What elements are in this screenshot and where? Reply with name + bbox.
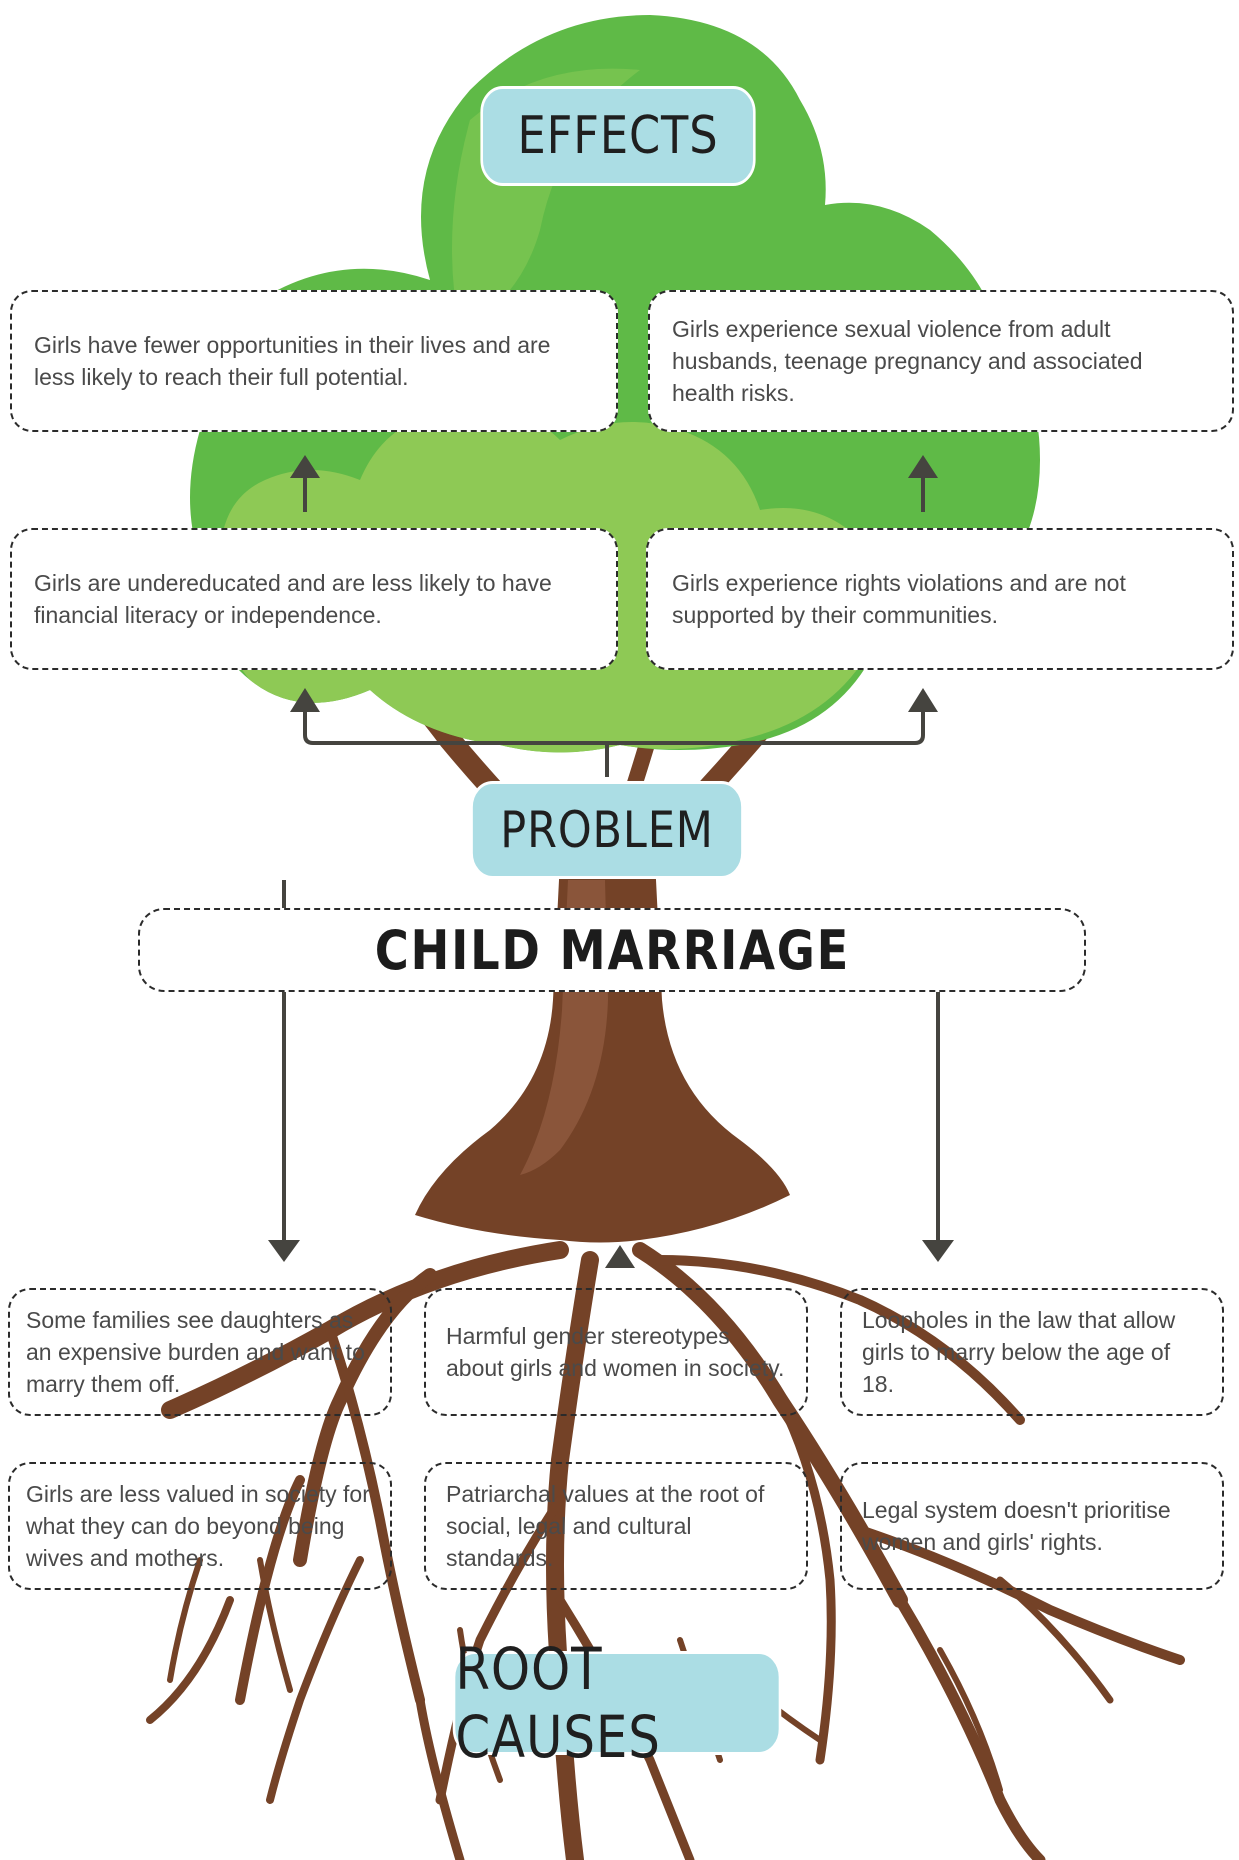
problem-title-box: CHILD MARRIAGE (138, 908, 1086, 992)
cause-box: Legal system doesn't prioritise women an… (840, 1462, 1224, 1590)
cause-text: Some families see daughters as an expens… (26, 1307, 365, 1397)
cause-box: Harmful gender stereotypes about girls a… (424, 1288, 808, 1416)
cause-text: Harmful gender stereotypes about girls a… (446, 1323, 785, 1381)
tree-trunk (415, 860, 790, 1243)
cause-text: Loopholes in the law that allow girls to… (862, 1307, 1176, 1397)
problem-label: PROBLEM (470, 781, 744, 879)
cause-box: Loopholes in the law that allow girls to… (840, 1288, 1224, 1416)
effect-text: Girls have fewer opportunities in their … (34, 332, 551, 390)
cause-text: Legal system doesn't prioritise women an… (862, 1497, 1171, 1555)
effect-text: Girls experience rights violations and a… (672, 570, 1126, 628)
effect-text: Girls are undereducated and are less lik… (34, 570, 552, 628)
cause-text: Patriarchal values at the root of social… (446, 1481, 765, 1571)
root-causes-label: ROOT CAUSES (452, 1635, 782, 1771)
effect-box: Girls experience rights violations and a… (646, 528, 1234, 670)
cause-box: Patriarchal values at the root of social… (424, 1462, 808, 1590)
problem-label-text: PROBLEM (500, 801, 714, 859)
cause-box: Some families see daughters as an expens… (8, 1288, 392, 1416)
effect-box: Girls are undereducated and are less lik… (10, 528, 618, 670)
effects-label-text: EFFECTS (517, 106, 719, 166)
effect-text: Girls experience sexual violence from ad… (672, 316, 1143, 406)
cause-text: Girls are less valued in society for wha… (26, 1481, 370, 1571)
arrowheads (268, 455, 954, 1268)
root-causes-label-text: ROOT CAUSES (455, 1635, 661, 1771)
problem-title: CHILD MARRIAGE (374, 918, 850, 982)
effect-box: Girls experience sexual violence from ad… (648, 290, 1234, 432)
effects-label: EFFECTS (480, 86, 756, 186)
cause-box: Girls are less valued in society for wha… (8, 1462, 392, 1590)
effect-box: Girls have fewer opportunities in their … (10, 290, 618, 432)
